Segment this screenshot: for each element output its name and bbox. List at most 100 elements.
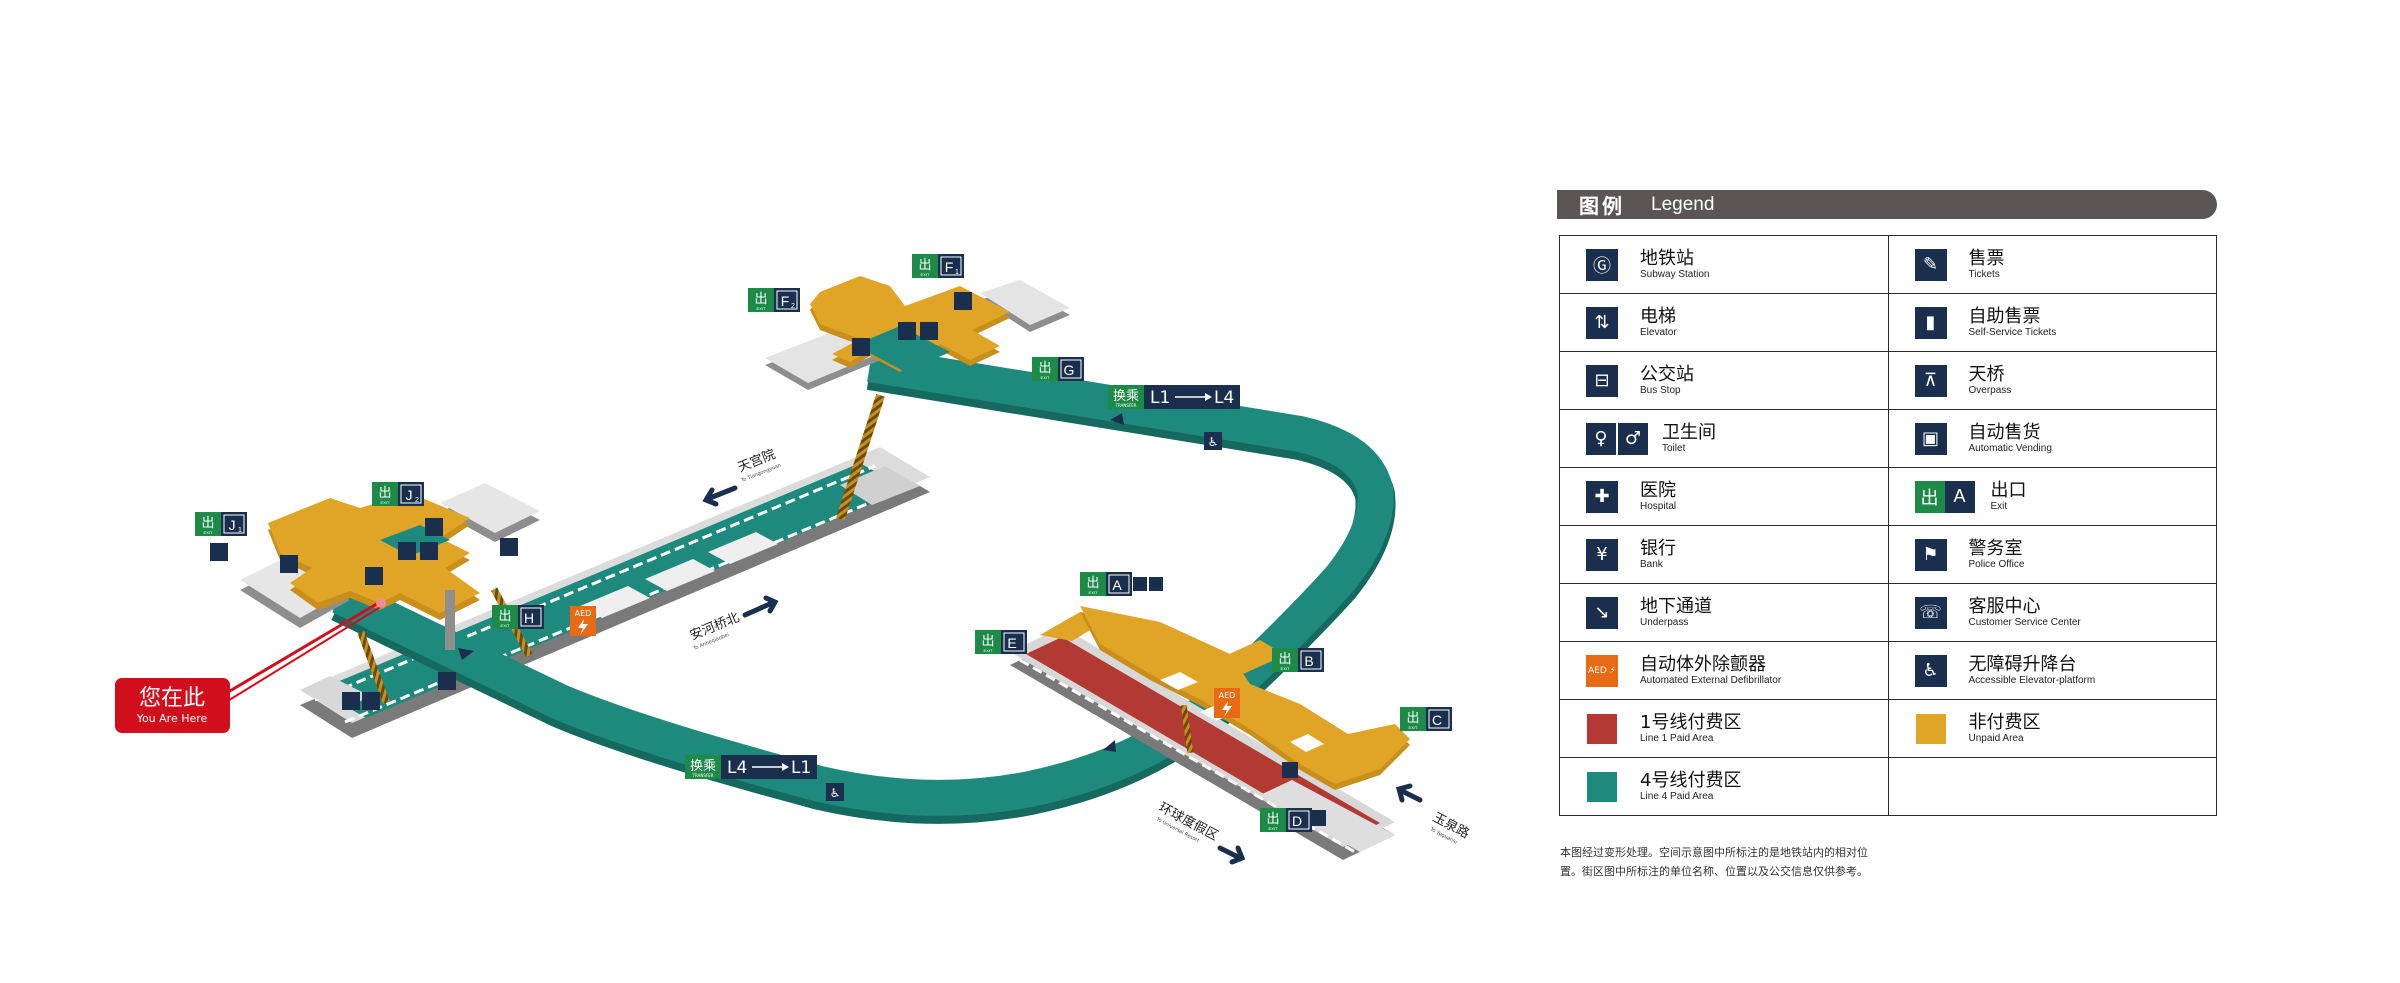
legend-label-zh: 自助售票 xyxy=(1968,306,2041,327)
exit-letter: G xyxy=(1064,362,1075,378)
legend-empty-cell xyxy=(1887,757,2217,816)
svg-text:♿: ♿ xyxy=(1208,435,1219,449)
accessible-platform-icon xyxy=(1282,762,1298,778)
legend-label-en: Bus Stop xyxy=(1640,385,1681,396)
svg-text:AED: AED xyxy=(575,609,592,618)
legend-label-zh: 公交站 xyxy=(1640,364,1694,385)
self-service-tickets-icon xyxy=(398,542,416,560)
direction-yuquanlu: 玉泉路 To Yuquanlu xyxy=(1395,783,1472,846)
exit-letter: H xyxy=(524,610,534,626)
svg-text:出: 出 xyxy=(498,609,511,624)
svg-text:出: 出 xyxy=(754,292,767,307)
line1-paid-swatch xyxy=(1586,713,1618,745)
line4-paid-swatch xyxy=(1586,771,1618,803)
svg-text:L4: L4 xyxy=(1214,388,1234,408)
svg-text:2: 2 xyxy=(791,303,795,310)
legend-label-zh: 卫生间 xyxy=(1662,422,1716,443)
legend-label-en: Toilet xyxy=(1662,443,1686,454)
legend-label-zh: 自动售货 xyxy=(1968,422,2041,443)
direction-anheqiaobei: 安河桥北 To Anheqiaobei xyxy=(688,595,779,652)
toilet-icon xyxy=(342,692,360,710)
svg-text:出: 出 xyxy=(981,634,994,649)
toilet-icon xyxy=(1133,577,1147,591)
svg-text:L1: L1 xyxy=(1150,388,1170,408)
legend-label-en: Unpaid Area xyxy=(1968,733,2024,744)
legend-label-zh: 1号线付费区 xyxy=(1640,712,1742,733)
svg-text:AED: AED xyxy=(1219,691,1236,700)
legend-label-en: Customer Service Center xyxy=(1968,617,2081,628)
svg-text:换乘: 换乘 xyxy=(1113,389,1139,404)
bus-stop-icon: ⊟ xyxy=(1586,364,1618,397)
svg-text:出: 出 xyxy=(1266,812,1279,827)
legend-title-en: Legend xyxy=(1651,193,1715,215)
legend-label-zh: 警务室 xyxy=(1968,538,2023,559)
toilet-icon: ♀♂ xyxy=(1586,422,1648,455)
line1-platform xyxy=(1010,627,1395,860)
legend-label-en: Subway Station xyxy=(1640,269,1710,280)
exit-letter: A xyxy=(1112,577,1122,593)
legend-label-zh: 出口 xyxy=(1990,480,2027,501)
legend-label-zh: 电梯 xyxy=(1640,306,1676,327)
aed-marker: AED xyxy=(570,606,596,636)
svg-text:出: 出 xyxy=(1406,711,1419,726)
svg-text:EXIT: EXIT xyxy=(757,306,766,311)
legend-label-en: Bank xyxy=(1640,559,1663,570)
exit-letter: J xyxy=(229,517,236,533)
svg-text:EXIT: EXIT xyxy=(1409,725,1418,730)
overpass-icon xyxy=(210,543,228,561)
unpaid-swatch xyxy=(1915,713,1947,745)
elevator-icon: ⇅ xyxy=(1586,306,1618,339)
legend-label-zh: 非付费区 xyxy=(1968,712,2041,733)
svg-text:EXIT: EXIT xyxy=(204,530,213,535)
svg-text:EXIT: EXIT xyxy=(921,272,930,277)
legend-label-en: Automated External Defibrillator xyxy=(1640,675,1782,686)
vending-icon: ▣ xyxy=(1914,422,1947,455)
svg-text:TRANSFER: TRANSFER xyxy=(1115,403,1137,408)
legend-label-zh: 地铁站 xyxy=(1640,248,1694,269)
you-are-here-en: You Are Here xyxy=(136,712,208,725)
svg-text:L4: L4 xyxy=(727,758,747,778)
elevator-icon xyxy=(438,672,456,690)
svg-text:EXIT: EXIT xyxy=(1269,826,1278,831)
transfer-sign-l4-l1: 换乘 TRANSFER L4 L1 ♿ xyxy=(685,755,844,801)
svg-text:EXIT: EXIT xyxy=(501,623,510,628)
aed-marker: AED xyxy=(1214,688,1240,718)
vending-icon xyxy=(365,567,383,585)
bank-icon: ¥ xyxy=(1586,538,1618,571)
customer-service-icon xyxy=(920,322,938,340)
exit-letter: F xyxy=(945,259,954,275)
legend-header: 图例 Legend xyxy=(1557,190,2217,219)
direction-huanqiu: 环球度假区 To Universal Resort xyxy=(1154,799,1246,865)
legend-label-en: Tickets xyxy=(1968,269,2000,280)
legend-label-zh: 售票 xyxy=(1968,248,2005,269)
svg-text:出: 出 xyxy=(1278,652,1291,667)
legend-label-en: Self-Service Tickets xyxy=(1968,327,2057,338)
transfer-sign-l1-l4: 换乘 TRANSFER L1 L4 ♿ xyxy=(1108,385,1240,450)
station-map: 天宫院 To Tiangongyuan 安河桥北 To Anheqiaobei … xyxy=(115,254,1472,865)
elevator-icon xyxy=(852,338,870,356)
svg-text:L1: L1 xyxy=(791,758,811,778)
accessible-platform-icon: ♿ xyxy=(1914,654,1947,687)
exit-letter: E xyxy=(1007,635,1016,651)
legend-title-zh: 图例 xyxy=(1579,194,1625,218)
legend-label-en: Exit xyxy=(1990,501,2008,512)
svg-text:出: 出 xyxy=(378,486,391,501)
exit-letter: C xyxy=(1432,712,1442,728)
tickets-icon xyxy=(898,322,916,340)
